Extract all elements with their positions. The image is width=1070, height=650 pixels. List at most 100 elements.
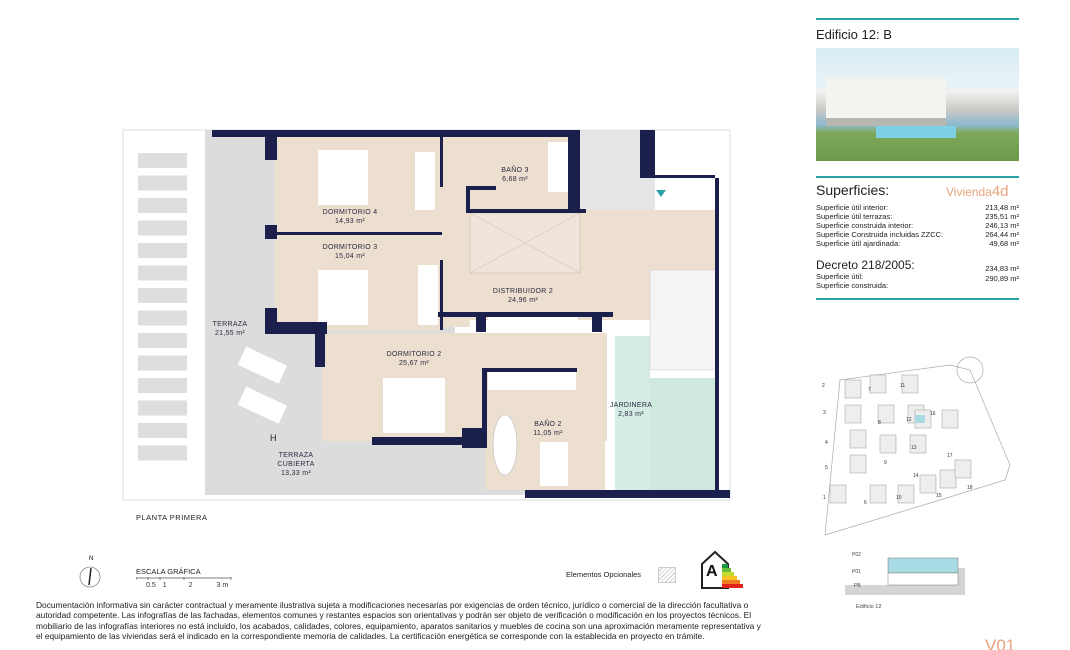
- divider: [816, 18, 1019, 20]
- site-number: 4: [825, 440, 828, 446]
- pool-deck-slats: [138, 153, 187, 461]
- site-number: 9: [884, 460, 887, 466]
- site-number: 15: [936, 493, 942, 499]
- site-building: [849, 429, 867, 449]
- walls: [212, 130, 730, 498]
- deck-slat: [138, 198, 187, 213]
- stairs: [649, 269, 717, 371]
- site-number: 18: [967, 485, 973, 491]
- wardrobe-3: [418, 265, 438, 325]
- site-building: [941, 409, 959, 429]
- section-caption: Edificio 12: [856, 604, 882, 610]
- site-building: [869, 374, 887, 394]
- site-building: [939, 469, 957, 489]
- decree-row: Superficie construida:290,89 m²: [816, 274, 1019, 290]
- decree-title: Decreto 218/2005:: [816, 258, 915, 272]
- level-p01: P01: [852, 569, 861, 575]
- shower-3: [548, 142, 570, 192]
- level-pb: PB: [854, 583, 861, 589]
- surface-row: Superficie construida interior:246,13 m²: [816, 221, 1019, 230]
- north-label: N: [89, 556, 94, 562]
- divider: [816, 298, 1019, 300]
- surface-row: Superficie Construida incluidas ZZCC:264…: [816, 230, 1019, 239]
- deck-slat: [138, 310, 187, 326]
- site-building: [909, 434, 927, 454]
- site-building: [844, 404, 862, 424]
- bed-4: [318, 150, 368, 205]
- deck-slat: [138, 423, 187, 438]
- divider: [816, 176, 1019, 178]
- disclaimer: Documentación informativa sin carácter c…: [36, 600, 761, 641]
- entrance-marker-icon: [656, 190, 666, 197]
- deck-slat: [138, 355, 187, 371]
- wardrobe-4: [415, 152, 435, 210]
- deck-slat: [138, 243, 187, 258]
- site-number: 7: [868, 387, 871, 393]
- building-render-image: [816, 48, 1019, 161]
- version-label: V01: [985, 636, 1016, 650]
- bathtub: [492, 414, 518, 476]
- optional-elements-label: Elementos Opcionales: [566, 570, 642, 579]
- site-building: [869, 484, 887, 504]
- site-number: 17: [947, 453, 953, 459]
- site-building: [877, 404, 895, 424]
- surfaces-title: Superficies:: [816, 182, 890, 198]
- north-arrow-icon: [79, 566, 101, 588]
- deck-slat: [138, 220, 187, 236]
- scale-title: ESCALA GRÁFICA: [136, 567, 201, 576]
- site-building: [844, 379, 862, 399]
- site-number: 1: [823, 495, 826, 501]
- surface-row: Superficie útil interior:213,48 m²: [816, 203, 1019, 212]
- site-building: [919, 474, 937, 494]
- site-number: 10: [896, 495, 902, 501]
- section-diagram: [845, 557, 965, 595]
- wardrobe-dist: [488, 316, 578, 330]
- unit-type: Vivienda4d: [946, 183, 1009, 200]
- surface-row: Superficie útil ajardinada:49,68 m²: [816, 239, 1019, 248]
- deck-slat: [138, 288, 187, 303]
- scale-bar: [136, 577, 232, 580]
- site-building: [901, 374, 919, 394]
- site-building: [829, 484, 847, 504]
- site-building: [849, 454, 867, 474]
- bed-2: [383, 378, 445, 433]
- site-number: 6: [864, 500, 867, 506]
- deck-slat: [138, 333, 187, 348]
- site-number: 13: [911, 445, 917, 451]
- sun-loungers: [237, 346, 288, 424]
- site-building: [954, 459, 972, 479]
- site-number: 11: [900, 383, 906, 389]
- shower: [540, 442, 568, 486]
- floor-plan: [122, 129, 731, 501]
- level-p02: P02: [852, 552, 861, 558]
- deck-slat: [138, 445, 187, 461]
- site-number: 16: [930, 411, 936, 417]
- h-mark: H: [270, 433, 277, 443]
- building-title: Edificio 12: B: [816, 27, 892, 42]
- site-building: [879, 434, 897, 454]
- deck-slat: [138, 175, 187, 191]
- highlighted-unit: [915, 415, 925, 423]
- site-number: 8: [878, 420, 881, 426]
- plan-title: PLANTA PRIMERA: [136, 513, 208, 522]
- site-number: 14: [913, 473, 919, 479]
- site-number: 2: [822, 383, 825, 389]
- garden: [650, 378, 716, 491]
- site-building: [897, 484, 915, 504]
- energy-label-icon: [701, 550, 743, 589]
- wardrobe-2: [488, 372, 576, 390]
- room-jardinera: [615, 336, 650, 491]
- bed-3: [318, 270, 368, 325]
- decree-row: Superficie útil:234,83 m²: [816, 264, 1019, 281]
- deck-slat: [138, 400, 187, 416]
- site-number: 5: [825, 465, 828, 471]
